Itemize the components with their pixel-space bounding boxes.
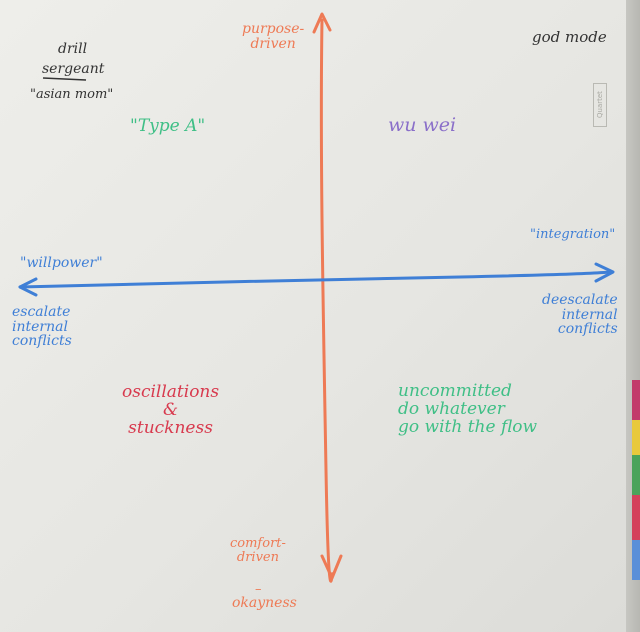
label-escalate-internal-conflicts: escalate internal conflicts <box>12 304 72 350</box>
label-okayness: okayness <box>232 595 297 611</box>
label-dash: – <box>255 582 262 597</box>
right-arrowhead <box>594 262 615 283</box>
up-arrowhead <box>312 12 332 34</box>
label-uncommitted-go-with-flow: uncommitted do whatever go with the flow <box>398 381 538 437</box>
edge-stripe-red <box>632 495 640 540</box>
label-god-mode: god mode <box>532 28 607 46</box>
label-oscillations-stuckness: oscillations & stuckness <box>122 382 220 438</box>
down-arrowhead <box>320 554 343 580</box>
left-arrowhead <box>18 277 38 297</box>
edge-stripe-yellow <box>632 420 640 455</box>
vertical-axis-line <box>319 18 334 583</box>
label-comfort-driven: comfort- driven <box>230 536 286 565</box>
label-deescalate-internal-conflicts: deescalate internal conflicts <box>542 292 618 338</box>
edge-stripe-blue <box>632 540 640 580</box>
label-asian-mom: "asian mom" <box>30 87 114 102</box>
label-wu-wei: wu wei <box>388 114 457 136</box>
label-sergeant: sergeant <box>42 61 105 77</box>
board-brand-mark: Quartet <box>593 83 607 127</box>
label-purpose-driven: purpose- driven <box>242 21 305 52</box>
label-willpower: "willpower" <box>20 255 103 271</box>
edge-stripe-green <box>632 455 640 495</box>
horizontal-axis-line <box>18 270 614 289</box>
edge-stripe-magenta <box>632 380 640 420</box>
underline-sergeant <box>42 77 87 81</box>
label-integration: "integration" <box>530 227 616 242</box>
label-type-a: "Type A" <box>130 116 206 136</box>
label-drill: drill <box>58 41 88 57</box>
